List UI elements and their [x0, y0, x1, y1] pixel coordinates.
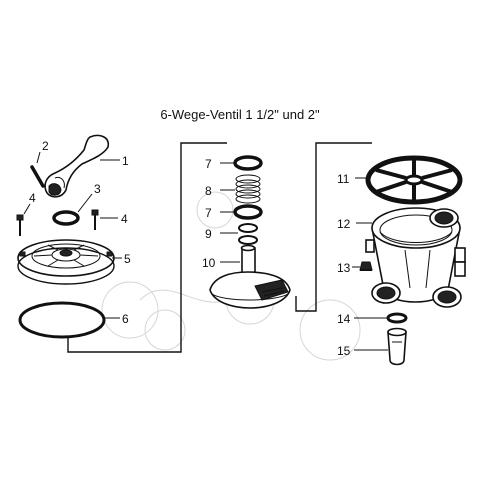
rotor-icon — [209, 244, 291, 309]
part-label-12: 12 — [337, 217, 351, 231]
part-label-2: 2 — [42, 139, 49, 153]
spider-gasket-icon — [365, 155, 463, 205]
part-label-11: 11 — [337, 172, 350, 186]
part-label-14: 14 — [337, 312, 351, 326]
part-label-7: 7 — [205, 157, 212, 171]
o-ring-icon — [52, 210, 80, 226]
pin-icon — [30, 165, 45, 188]
part-label-8: 8 — [205, 184, 212, 198]
sight-glass-icon — [387, 327, 407, 366]
part-label-4: 4 — [29, 191, 36, 205]
group-connector-lines — [67, 142, 372, 353]
part-label-15: 15 — [337, 344, 351, 358]
o-ring-icon — [18, 301, 106, 339]
o-ring-icon — [238, 223, 258, 245]
part-label-5: 5 — [124, 252, 131, 266]
leader-line — [36, 151, 41, 164]
valve-body-icon — [365, 207, 466, 308]
o-ring-icon — [233, 204, 263, 220]
screw-icon — [91, 209, 99, 230]
o-ring-icon — [233, 155, 263, 171]
part-label-4-right: 4 — [121, 212, 128, 226]
screw-icon — [16, 214, 24, 236]
part-label-3: 3 — [94, 182, 101, 196]
spring-icon — [235, 174, 261, 204]
leader-line — [77, 193, 93, 213]
drain-plug-icon — [359, 261, 373, 271]
o-ring-icon — [386, 312, 408, 324]
part-label-10: 10 — [202, 256, 216, 270]
part-label-9: 9 — [205, 227, 212, 241]
part-label-13: 13 — [337, 261, 351, 275]
valve-cover-icon — [17, 239, 115, 285]
lever-handle-icon — [44, 134, 110, 198]
part-label-6: 6 — [122, 312, 129, 326]
leader-line — [23, 203, 31, 215]
part-label-1: 1 — [122, 154, 129, 168]
part-labels: 2 1 3 4 4 5 6 7 8 7 9 10 11 12 13 14 15 — [29, 139, 351, 358]
part-label-7-lower: 7 — [205, 206, 212, 220]
diagram-title: 6-Wege-Ventil 1 1/2" und 2" — [160, 107, 320, 122]
